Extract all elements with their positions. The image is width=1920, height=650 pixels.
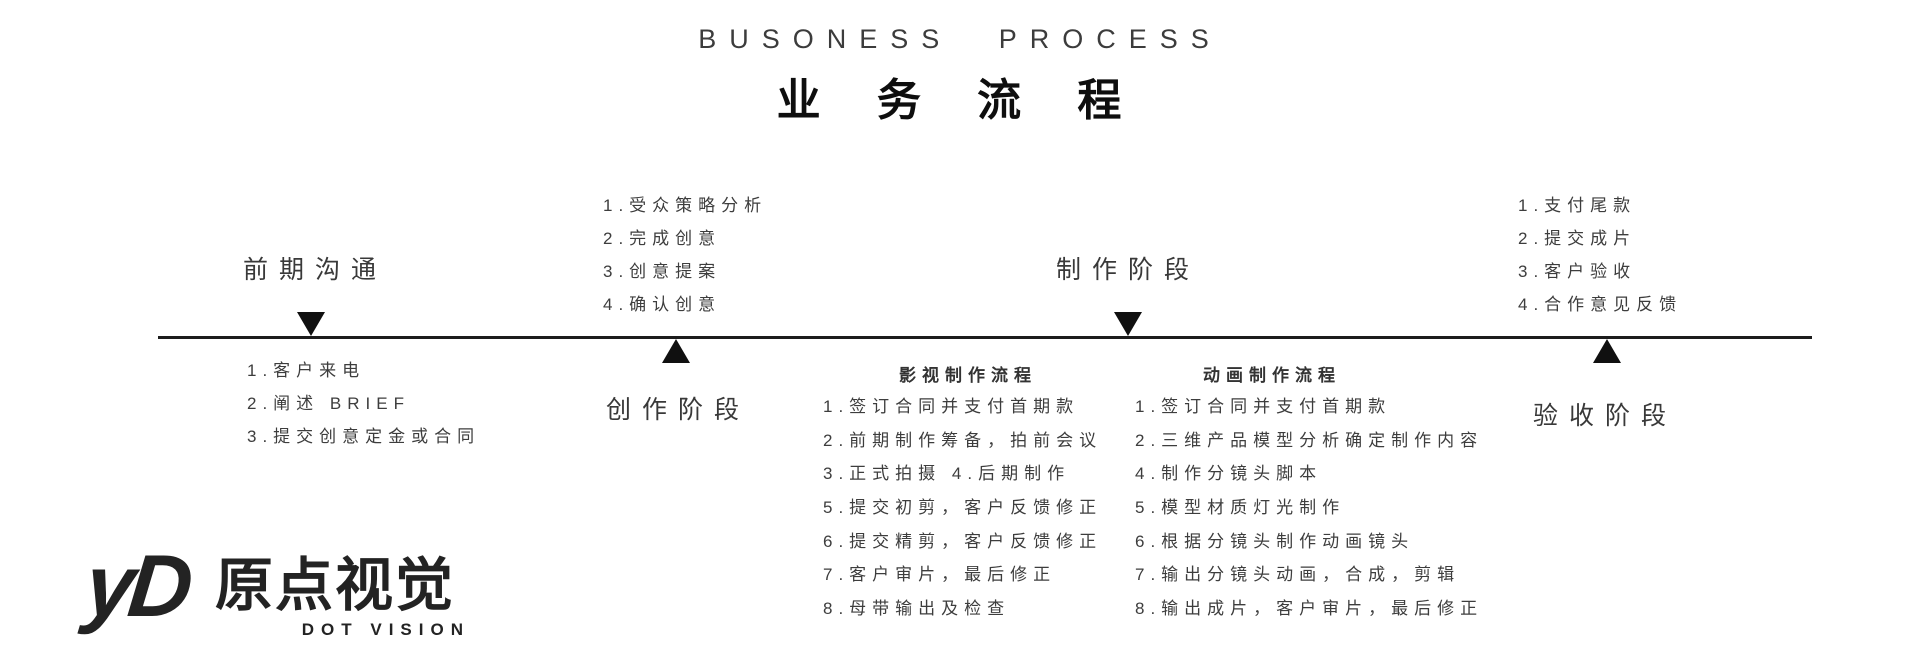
list-item: 4.确认创意 <box>603 295 722 314</box>
stage-label-pre-communication: 前期沟通 <box>242 256 388 284</box>
arrow-down-icon <box>297 312 325 336</box>
acceptance-stage-list: 1.支付尾款 2.提交成片 3.客户验收 4.合作意见反馈 <box>1518 189 1682 321</box>
list-item: 6.根据分镜头制作动画镜头 <box>1135 531 1415 551</box>
list-item: 6.提交精剪，客户反馈修正 <box>823 531 1103 551</box>
stage-label-acceptance: 验收阶段 <box>1532 402 1678 430</box>
stage-label-creation: 创作阶段 <box>605 396 751 424</box>
list-item: 1.签订合同并支付首期款 <box>823 397 1080 416</box>
stage-label-production: 制作阶段 <box>1055 256 1201 284</box>
arrow-up-icon <box>662 339 690 363</box>
list-item: 2.前期制作筹备，拍前会议 <box>823 430 1103 450</box>
film-process-list: 1.签订合同并支付首期款 2.前期制作筹备，拍前会议 3.正式拍摄 4.后期制作… <box>823 390 1102 626</box>
arrow-down-icon <box>1114 312 1142 336</box>
logo-subtitle: DOT VISION <box>301 620 470 639</box>
list-item: 8.输出成片，客户审片，最后修正 <box>1135 599 1484 619</box>
list-item: 5.提交初剪，客户反馈修正 <box>823 498 1103 518</box>
list-item: 2.阐述 BRIEF <box>247 394 410 413</box>
list-item: 4.合作意见反馈 <box>1518 295 1683 314</box>
pre-communication-list: 1.客户来电 2.阐述 BRIEF 3.提交创意定金或合同 <box>247 354 480 453</box>
list-item: 3.提交创意定金或合同 <box>247 427 481 446</box>
list-item: 2.完成创意 <box>603 229 722 248</box>
logo-name: 原点视觉 <box>215 553 456 618</box>
list-item: 8.母带输出及检查 <box>823 599 1011 619</box>
list-item: 7.输出分镜头动画，合成，剪辑 <box>1135 565 1461 585</box>
list-item: 4.制作分镜头脚本 <box>1135 464 1323 484</box>
timeline-line <box>158 336 1812 339</box>
animation-process-header: 动画制作流程 <box>1203 366 1341 385</box>
list-item: 7.客户审片，最后修正 <box>823 565 1057 585</box>
animation-process-list: 1.签订合同并支付首期款 2.三维产品模型分析确定制作内容 4.制作分镜头脚本 … <box>1135 390 1483 626</box>
title-english: BUSONESS PROCESS <box>698 24 1222 54</box>
list-item: 3.正式拍摄 4.后期制作 <box>823 464 1071 484</box>
yd-logo-icon: yD <box>80 536 192 635</box>
list-item: 2.提交成片 <box>1518 229 1637 248</box>
list-item: 3.客户验收 <box>1518 262 1637 281</box>
creation-stage-list: 1.受众策略分析 2.完成创意 3.创意提案 4.确认创意 <box>603 189 767 321</box>
arrow-up-icon <box>1593 339 1621 363</box>
list-item: 1.客户来电 <box>247 361 366 380</box>
list-item: 5.模型材质灯光制作 <box>1135 498 1346 518</box>
film-process-header: 影视制作流程 <box>899 366 1037 385</box>
list-item: 2.三维产品模型分析确定制作内容 <box>1135 430 1484 450</box>
list-item: 1.签订合同并支付首期款 <box>1135 397 1392 416</box>
list-item: 1.支付尾款 <box>1518 196 1637 215</box>
list-item: 3.创意提案 <box>603 262 722 281</box>
page-title: 业 务 流 程 <box>776 76 1144 125</box>
list-item: 1.受众策略分析 <box>603 196 768 215</box>
